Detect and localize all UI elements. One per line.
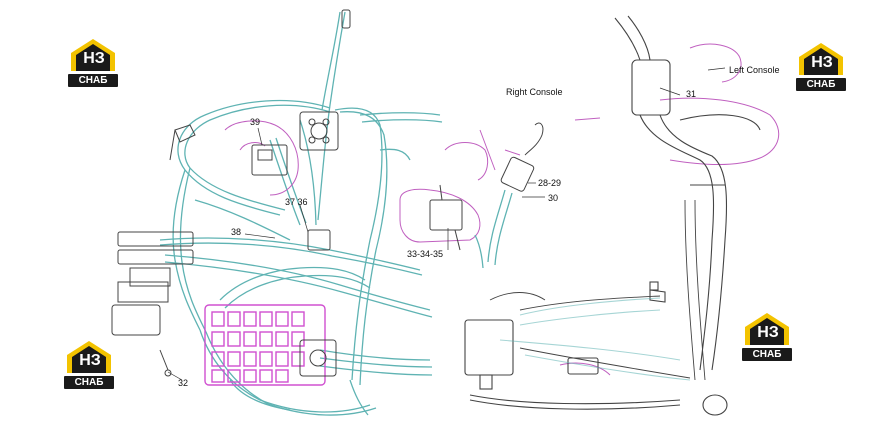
brand-logo: НЗ СНАБ	[738, 310, 796, 364]
house-icon	[71, 39, 115, 71]
brand-caption: СНАБ	[742, 348, 792, 361]
left-hose-bundle	[159, 11, 443, 416]
house-icon	[745, 313, 789, 345]
brand-letters: НЗ	[83, 50, 105, 67]
house-icon	[67, 341, 111, 373]
part-33-35-label: 33-34-35	[407, 249, 444, 259]
right-console	[399, 122, 545, 269]
part-38-label: 38	[231, 227, 242, 237]
brand-letters: НЗ	[811, 54, 833, 71]
part-31-label: 31	[686, 89, 697, 99]
valve-bank	[204, 304, 326, 386]
brand-letters: НЗ	[757, 324, 779, 341]
leader-lines	[167, 127, 309, 381]
part-32-label: 32	[178, 378, 189, 388]
brand-logo: НЗ СНАБ	[64, 36, 122, 90]
brand-caption: СНАБ	[64, 376, 114, 389]
brand-letters: НЗ	[79, 352, 101, 369]
brand-caption: СНАБ	[68, 74, 118, 87]
left-components	[111, 9, 351, 377]
left-console-label: Left Console	[729, 65, 780, 75]
part-37-36-label: 37 36	[285, 197, 308, 207]
part-39-label: 39	[250, 117, 261, 127]
right-console-label: Right Console	[506, 87, 563, 97]
part-28-29-label: 28-29	[538, 178, 562, 188]
brand-logo: НЗ СНАБ	[60, 338, 118, 392]
house-icon	[799, 43, 843, 75]
brand-caption: СНАБ	[796, 78, 846, 91]
brand-logo: НЗ СНАБ	[792, 40, 850, 94]
part-30-label: 30	[548, 193, 559, 203]
left-console-assembly	[464, 15, 780, 416]
